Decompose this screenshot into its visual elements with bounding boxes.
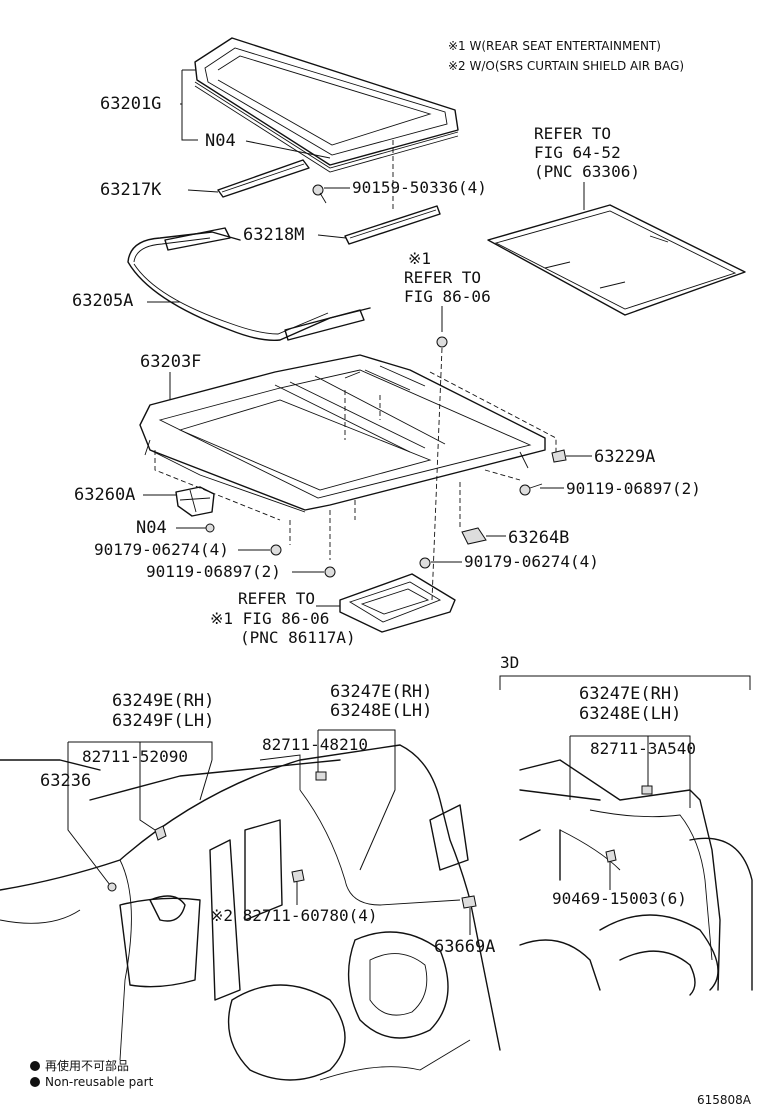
clip-82711-52090 [154,825,167,841]
label-63249F: 63249F(LH) [112,711,214,731]
label-82711-48210: 82711-48210 [262,735,368,754]
part-n04-mid [205,523,215,533]
note-rear-seat-entertainment: ※1 W(REAR SEAT ENTERTAINMENT) [448,39,661,53]
label-63229A: 63229A [594,447,655,467]
sunshade-panel [487,204,746,316]
label-63205A: 63205A [72,291,133,311]
refer-fig-86-06-bottom-line2: ※1 FIG 86-06 [210,609,329,628]
figure-id: 615808A [697,1093,752,1107]
refer-fig-64-52-line2: FIG 64-52 [534,143,621,162]
rail-63218M [344,205,441,245]
legend-dot-jp [30,1061,40,1071]
note-curtain-shield-airbag: ※2 W/O(SRS CURTAIN SHIELD AIR BAG) [448,59,684,73]
leader-63217K [187,189,219,193]
bolt-90119-left [324,566,336,578]
deflector-63217K [217,159,310,198]
label-63669A: 63669A [434,937,495,957]
label-63247E-b: 63247E(RH) [579,684,681,704]
section-label-3d: 3D [500,653,519,672]
seal-63205A [127,227,371,341]
label-63260A: 63260A [74,485,135,505]
refer-fig-86-06-bottom-line3: (PNC 86117A) [240,628,356,647]
label-63248E-b: 63248E(LH) [579,704,681,724]
leader-63247E-b [569,735,691,808]
label-90179-right: 90179-06274(4) [464,552,599,571]
label-90119-right: 90119-06897(2) [566,479,701,498]
leader-63201G [180,69,198,141]
label-90469: 90469-15003(6) [552,889,687,908]
nut-fig-86-06 [436,336,448,348]
label-82711-60780: ※2 82711-60780(4) [210,906,378,925]
clip-63229A [551,449,567,463]
refer-fig-86-06-bottom-line1: REFER TO [238,589,315,608]
legend-text-en: Non-reusable part [45,1075,154,1089]
legend-dot-en [30,1077,40,1087]
legend-text-jp: 再使用不可部品 [45,1058,129,1073]
nut-90179-left [270,544,282,556]
refer-fig-86-06-top-line2: FIG 86-06 [404,287,491,306]
leader-63218M [317,234,347,239]
label-82711-3A540: 82711-3A540 [590,739,696,758]
refer-fig-64-52-line3: (PNC 63306) [534,162,640,181]
label-63217K: 63217K [100,180,162,200]
bracket-63264B [461,527,487,545]
refer-fig-86-06-top-mark: ※1 [408,249,431,268]
motor-63260A [175,486,215,517]
label-63264B: 63264B [508,528,569,548]
label-82711-52090: 82711-52090 [82,747,188,766]
leader-63247E-a [317,729,396,871]
label-63203F: 63203F [140,352,201,372]
leader-63249 [67,741,213,886]
clip-90469 [605,849,617,863]
label-63249E: 63249E(RH) [112,691,214,711]
label-63201G: 63201G [100,94,161,114]
vehicle-side-left [0,744,501,1081]
frame-63203F [139,354,546,513]
clip-82711-60780 [291,869,305,883]
refer-fig-86-06-top-line1: REFER TO [404,268,481,287]
clip-82711-3A540 [641,785,653,795]
section-bracket-3d [499,675,751,690]
clip-82711-48210 [315,771,327,781]
drain-frame-assembly [339,573,456,633]
label-63247E-a: 63247E(RH) [330,682,432,702]
leader-n04-top [245,140,331,159]
bolt-90119-right [519,483,543,496]
vehicle-side-right [519,759,753,996]
label-63236: 63236 [40,771,91,791]
label-90179-left: 90179-06274(4) [94,540,229,559]
label-n04-mid: N04 [136,518,167,538]
label-90119-left: 90119-06897(2) [146,562,281,581]
glass-panel-63201G [194,37,459,173]
clip-63236 [107,882,117,892]
screw-90159 [312,184,327,204]
grommet-63669A [461,895,477,909]
nut-90179-right [419,557,431,569]
label-63248E-a: 63248E(LH) [330,701,432,721]
label-63218M: 63218M [243,225,304,245]
label-n04-top: N04 [205,131,236,151]
label-90159: 90159-50336(4) [352,178,487,197]
refer-fig-64-52-line1: REFER TO [534,124,611,143]
